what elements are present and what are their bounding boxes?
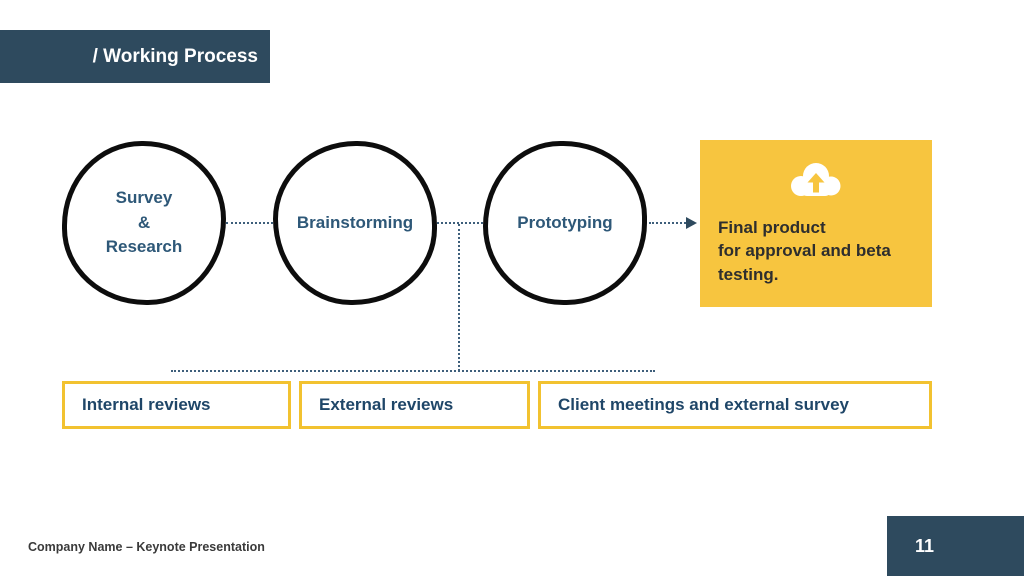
- connector-step3-final: [649, 222, 686, 224]
- connector-reviews-branch: [171, 370, 655, 372]
- review-label: Internal reviews: [82, 395, 211, 414]
- step-label: Brainstorming: [296, 212, 414, 232]
- page-number: 11: [915, 535, 935, 556]
- cloud-upload-icon: [787, 160, 845, 200]
- page-number-box: 11: [887, 516, 1024, 576]
- review-label: Client meetings and external survey: [558, 395, 849, 414]
- connector-vertical-branch: [458, 224, 460, 371]
- review-box-internal: Internal reviews: [62, 381, 291, 429]
- final-product-text: Final product for approval and beta test…: [718, 218, 891, 284]
- slide-header: / Working Process: [0, 30, 270, 83]
- final-product-card: Final product for approval and beta test…: [700, 140, 932, 307]
- review-box-external: External reviews: [299, 381, 530, 429]
- process-step-brainstorming: Brainstorming: [273, 141, 437, 305]
- connector-step1-step2: [226, 222, 273, 224]
- review-box-client-meetings: Client meetings and external survey: [538, 381, 932, 429]
- page-title: / Working Process: [92, 45, 258, 67]
- process-step-prototyping: Prototyping: [483, 141, 647, 305]
- arrow-right-icon: [686, 217, 697, 229]
- footer-company-name: Company Name – Keynote Presentation: [28, 540, 265, 554]
- connector-step2-step3: [437, 222, 483, 224]
- step-label: Prototyping: [517, 212, 613, 232]
- process-step-survey-research: Survey & Research: [62, 141, 226, 305]
- step-label: Survey & Research: [105, 188, 183, 257]
- review-label: External reviews: [319, 395, 454, 414]
